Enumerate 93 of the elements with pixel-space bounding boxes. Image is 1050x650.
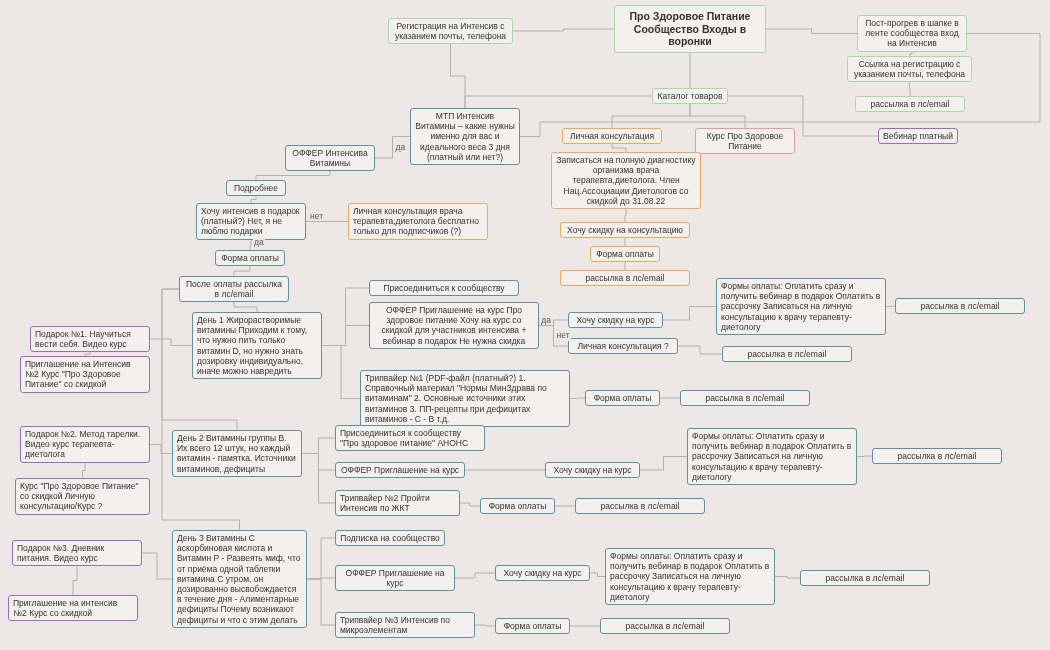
topic-box: Хочу скидку на курс	[568, 312, 663, 329]
topic-box: рассылка в лс/email	[722, 346, 852, 363]
topic-box: Формы оплаты: Оплатить сразу и получить вебинар в подарок Оплатить в рассрочку Записаться на личную консультацию к врачу терапевту-диетологу	[687, 428, 857, 485]
connector-line	[639, 456, 688, 471]
topic-box: Приглашение на интенсив №2 Курс со скидкой	[8, 595, 138, 622]
connector-line	[82, 462, 86, 479]
connector-line	[909, 51, 913, 57]
connector-line	[885, 305, 896, 307]
connector-line	[305, 221, 349, 222]
topic-box: Личная консультация ?	[568, 338, 678, 355]
connector-line	[149, 444, 173, 454]
connector-line	[689, 103, 746, 129]
topic-box: ОФФЕР Приглашение на курс	[335, 462, 465, 479]
topic-box: рассылка в лс/email	[600, 618, 730, 635]
topic-box: рассылка в лс/email	[872, 448, 1002, 465]
topic-box: Форма оплаты	[215, 250, 285, 267]
topic-box: Форма оплаты	[495, 618, 570, 635]
connector-line	[161, 288, 240, 531]
edge-label: да	[253, 238, 265, 248]
topic-box: Личная консультация врача терапевта,диетолога бесплатно только для подписчиков (?)	[348, 203, 488, 240]
connector-line	[233, 301, 258, 313]
connector-line	[774, 576, 801, 579]
topic-box: рассылка в лс/email	[680, 390, 810, 407]
edge-label: да	[540, 315, 552, 325]
topic-box: Форма оплаты	[480, 498, 555, 515]
edge-label: нет	[555, 331, 571, 341]
connector-line	[454, 572, 496, 579]
connector-line	[519, 33, 1041, 137]
edge-label: да	[394, 142, 407, 153]
topic-box: Хочу скидку на курс	[495, 565, 590, 582]
topic-box: рассылка в лс/email	[855, 96, 965, 113]
topic-box: рассылка в лс/email	[895, 298, 1025, 315]
connector-line	[306, 578, 336, 626]
topic-box: Форма оплаты	[585, 390, 660, 407]
topic-box: рассылка в лс/email	[575, 498, 705, 515]
connector-line	[141, 552, 173, 580]
topic-box: МТП Интенсив Витамины – какие нужны именно для вас и идеального веса 3 дня (платный или нет?)	[410, 108, 520, 165]
connector-line	[765, 28, 858, 34]
topic-box: Ссылка на регистрацию с указанием почты, телефона	[847, 56, 972, 83]
topic-box: Присоединиться к сообществу "Про здоровое питание" АНОНС	[335, 425, 485, 452]
topic-box: Курс Про Здоровое Питание	[695, 128, 795, 155]
connector-line	[250, 195, 257, 204]
topic-box: Подарок №1. Научиться вести себя. Видео курс	[30, 326, 150, 353]
connector-line	[301, 453, 336, 504]
topic-box: Хочу скидку на курс	[545, 462, 640, 479]
topic-box: ОФФЕР Приглашение на курс	[335, 565, 455, 592]
topic-box: Подробнее	[226, 180, 286, 197]
connector-line	[149, 338, 193, 346]
connector-line	[569, 397, 586, 399]
topic-box: Курс "Про Здоровое Питание" со скидкой Личную консультацию/Курс ?	[15, 478, 150, 515]
topic-box: Личная консультация	[562, 128, 662, 145]
connector-line	[233, 265, 251, 277]
connector-line	[84, 351, 91, 357]
topic-box: Пост-прогрев в шапке в ленте сообщества вход на Интенсив	[857, 15, 967, 52]
connector-line	[909, 81, 911, 97]
topic-box: Регистрация на Интенсив с указанием почты, телефона	[388, 18, 513, 45]
topic-box: рассылка в лс/email	[560, 270, 690, 287]
connector-line	[72, 565, 78, 596]
central-topic: Про Здоровое Питание Сообщество Входы в воронки	[614, 5, 766, 53]
topic-box: ОФФЕР Интенсива Витамины	[285, 145, 375, 172]
topic-box: День 3 Витамины С аскорбиновая кислота и Витамин Р - Развеять миф, что от приёма одной таблетки витамина С утром, он дозированно высвобождается в течение дня - Алиментарные дефициты Почему возникают дефициты и что с этим делать	[172, 530, 307, 628]
edge-label: нет	[309, 211, 325, 221]
connector-line	[374, 136, 411, 159]
topic-box: Подарок №2. Метод тарелки. Видео курс терапевта-диетолога	[20, 426, 150, 463]
topic-box: Формы оплаты: Оплатить сразу и получить вебинар в подарок Оплатить в рассрочку Записаться на личную консультацию к врачу терапевту-диетологу	[605, 548, 775, 605]
topic-box: Формы оплаты: Оплатить сразу и получить вебинар в подарок Оплатить в рассрочку Записаться на личную консультацию к врачу терапевту-диетологу	[716, 278, 886, 335]
connector-line	[611, 143, 627, 153]
topic-box: Хочу скидку на консультацию	[560, 222, 690, 239]
topic-box: Присоединиться к сообществу	[369, 280, 519, 297]
topic-box: Приглашение на Интенсив №2 Курс "Про Здоровое Питание" со скидкой	[20, 356, 150, 393]
connector-line	[464, 95, 653, 109]
connector-line	[589, 572, 606, 577]
topic-box: Форма оплаты	[590, 246, 660, 263]
topic-box: ОФФЕР Приглашение на курс Про здоровое питание Хочу на курс со скидкой для участников интенсива + вебинар в подарок Не нужна скидка	[369, 302, 539, 349]
topic-box: Записаться на полную диагностику организма врача терапевта,диетолога. Член Нац.Ассоциации Диетологов со скидкой до 31.08.22	[551, 152, 701, 209]
topic-box: Подарок №3. Дневник питания. Видео курс	[12, 540, 142, 567]
topic-box: День 2 Витамины группы В. Их всего 12 штук, но каждый витамин - памятка. Источники витаминов, дефициты	[172, 430, 302, 477]
connector-line	[255, 170, 331, 181]
topic-box: рассылка в лс/email	[800, 570, 930, 587]
topic-box: Трипвайер №3 Интенсив по микроэлементам	[335, 612, 475, 639]
connector-line	[727, 95, 879, 137]
topic-box: День 1 Жирорастворимые витамины Приходим к тому, что нужно пить только витамин D, но нужно знать дозировку индивидуально, иначе можно навредить	[192, 312, 322, 380]
connector-line	[856, 455, 873, 457]
connector-line	[677, 345, 723, 355]
topic-box: Трипвайер №2 Пройти Интенсив по ЖКТ	[335, 490, 460, 517]
topic-box: Вебинар платный	[878, 128, 958, 145]
topic-box: Подписка на сообщество	[335, 530, 445, 547]
connector-line	[459, 502, 481, 507]
topic-box: Хочу интенсив в подарок (платный?) Нет, я не люблю подарки	[196, 203, 306, 240]
topic-box: Трипвайер №1 (PDF-файл (платный?) 1. Справочный материал "Нормы МинЗдрава по витаминам" 2. Основные источники этих витаминов 3. ПП-рецепты при дефицитах витаминов - С - В т.д.	[360, 370, 570, 427]
topic-box: После оплаты рассылка в лс/email	[179, 276, 289, 303]
topic-box: Каталог товаров	[652, 88, 728, 105]
connector-line	[662, 306, 717, 321]
